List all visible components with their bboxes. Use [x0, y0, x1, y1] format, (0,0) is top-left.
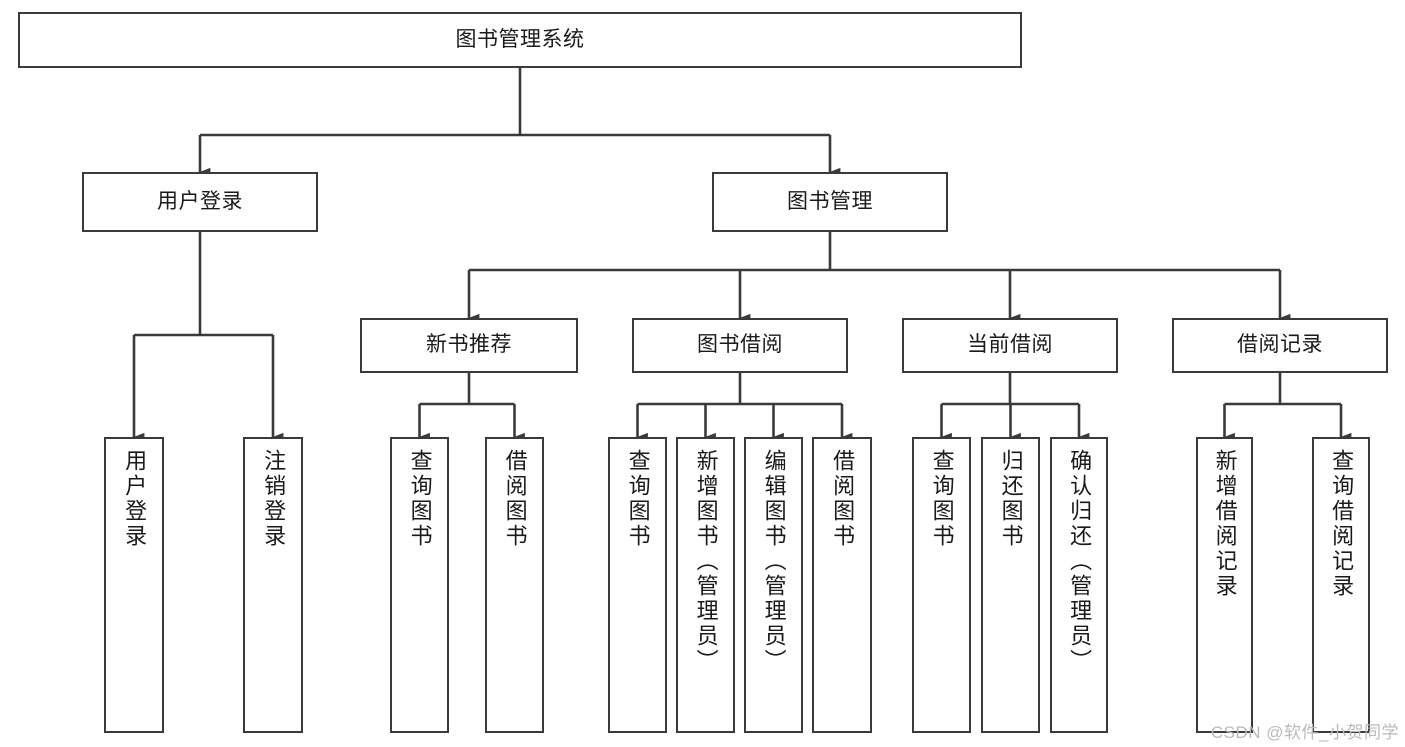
node-label: 编辑图书（管理员）	[761, 449, 787, 674]
node-leaf-borrow-book-1[interactable]: 借阅图书	[485, 437, 544, 733]
node-leaf-query-record[interactable]: 查询借阅记录	[1312, 437, 1370, 733]
node-label: 查询图书	[929, 449, 955, 549]
node-leaf-query-book-1[interactable]: 查询图书	[390, 437, 449, 733]
node-label: 查询借阅记录	[1329, 449, 1355, 599]
node-label: 归还图书	[998, 449, 1024, 549]
node-user-login[interactable]: 用户登录	[82, 172, 318, 232]
node-label: 图书借阅	[697, 333, 783, 357]
node-borrow-record[interactable]: 借阅记录	[1172, 318, 1388, 373]
node-label: 注销登录	[261, 449, 287, 549]
node-leaf-query-book-3[interactable]: 查询图书	[912, 437, 971, 733]
node-new-book-recommend[interactable]: 新书推荐	[360, 318, 578, 373]
node-label: 新增借阅记录	[1212, 449, 1238, 599]
node-label: 新增图书（管理员）	[693, 449, 719, 674]
node-root[interactable]: 图书管理系统	[18, 12, 1022, 68]
node-label: 用户登录	[122, 449, 148, 549]
node-book-manage[interactable]: 图书管理	[712, 172, 948, 232]
watermark-text: CSDN @软件_小贺同学	[1210, 723, 1399, 742]
node-label: 借阅记录	[1237, 333, 1323, 357]
node-leaf-edit-book[interactable]: 编辑图书（管理员）	[744, 437, 803, 733]
node-leaf-return-book[interactable]: 归还图书	[981, 437, 1040, 733]
node-leaf-query-book-2[interactable]: 查询图书	[608, 437, 667, 733]
node-leaf-confirm-return[interactable]: 确认归还（管理员）	[1050, 437, 1108, 733]
node-label: 当前借阅	[967, 333, 1053, 357]
node-leaf-user-login[interactable]: 用户登录	[104, 437, 164, 733]
node-leaf-borrow-book-2[interactable]: 借阅图书	[812, 437, 872, 733]
node-leaf-logout[interactable]: 注销登录	[243, 437, 303, 733]
node-label: 确认归还（管理员）	[1067, 449, 1093, 674]
connector-paths	[132, 68, 1352, 442]
node-book-borrow[interactable]: 图书借阅	[632, 318, 848, 373]
node-leaf-add-book[interactable]: 新增图书（管理员）	[676, 437, 735, 733]
node-label: 图书管理	[787, 189, 873, 213]
node-current-borrow[interactable]: 当前借阅	[902, 318, 1118, 373]
node-label: 图书管理系统	[455, 27, 585, 51]
node-leaf-add-record[interactable]: 新增借阅记录	[1196, 437, 1253, 733]
node-label: 查询图书	[407, 449, 433, 549]
node-label: 新书推荐	[426, 333, 512, 357]
node-label: 借阅图书	[830, 449, 856, 549]
node-label: 查询图书	[625, 449, 651, 549]
node-label: 借阅图书	[502, 449, 528, 549]
node-label: 用户登录	[157, 189, 243, 213]
